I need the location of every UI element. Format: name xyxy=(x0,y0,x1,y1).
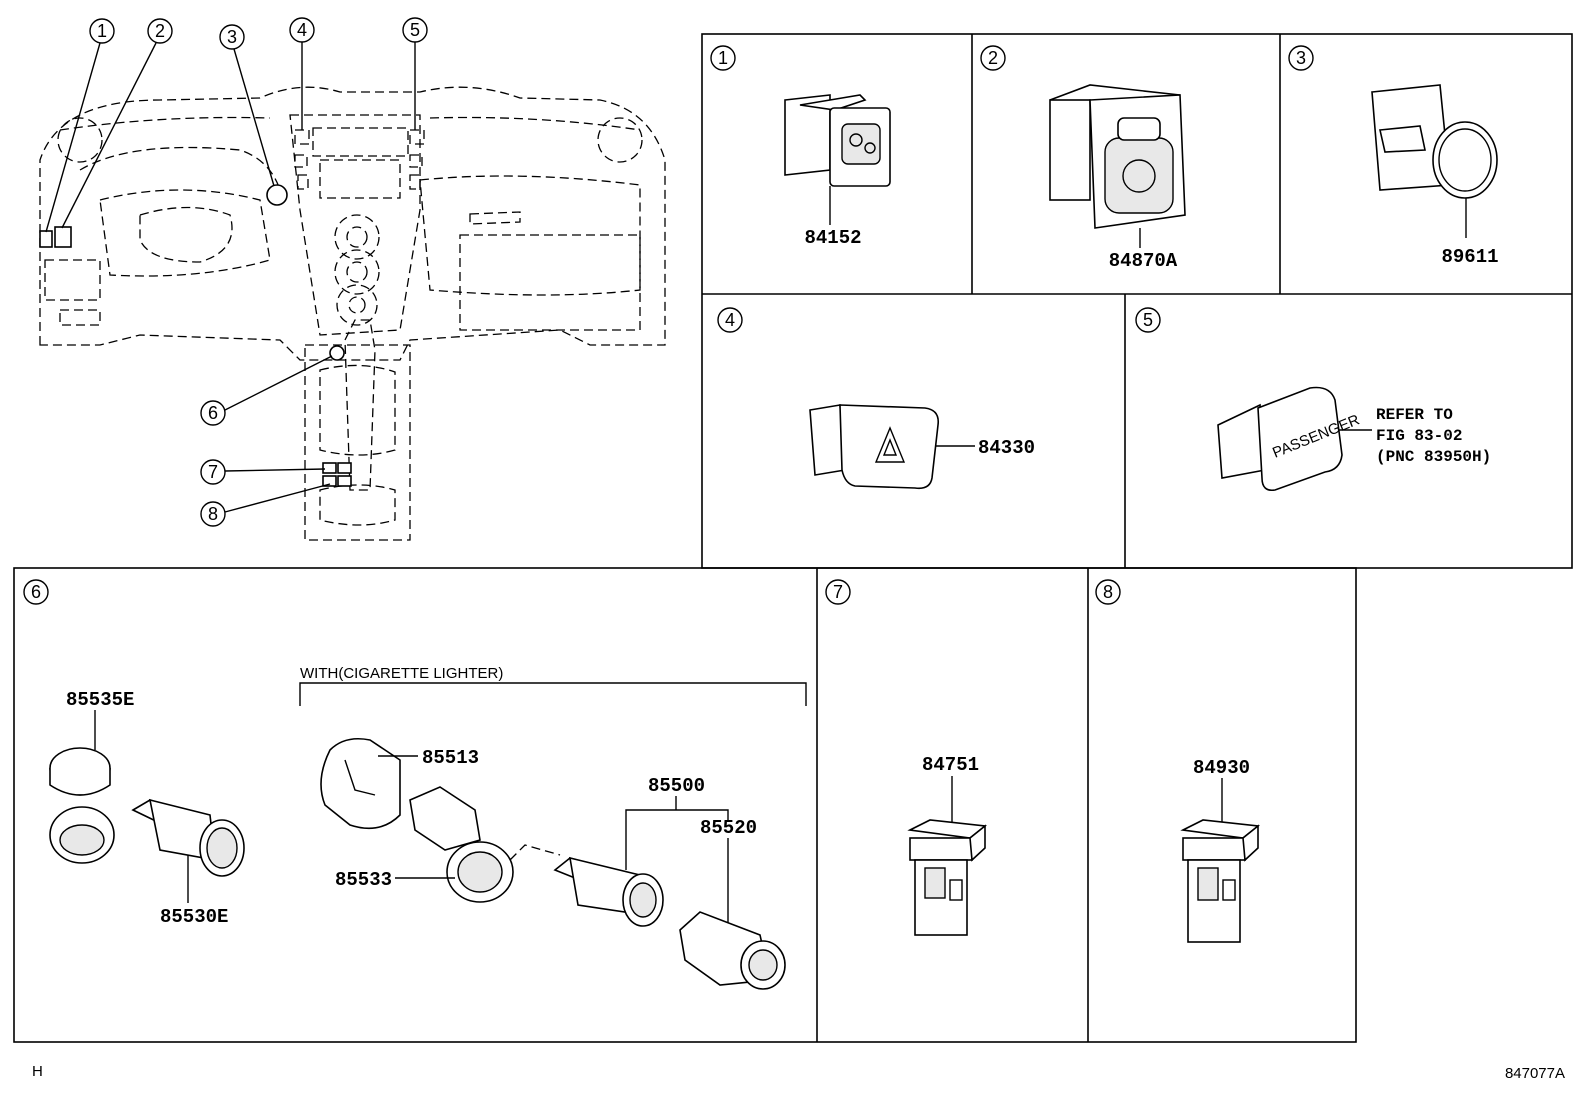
panel-4: 4 84330 xyxy=(717,307,1035,490)
panel-3: 3 89611 xyxy=(1288,45,1499,268)
callout-1: 1 xyxy=(97,21,107,41)
part-84152: 84152 xyxy=(804,227,861,249)
part-85530E: 85530E xyxy=(160,906,228,928)
dashboard-overview xyxy=(39,86,666,541)
panel-3-num: 3 xyxy=(1296,48,1306,68)
panel-7: 7 84751 xyxy=(825,579,988,936)
refer-line-3: (PNC 83950H) xyxy=(1376,448,1491,466)
panel-5: 5 PASSENGER REFER TO FIG 83-02 (PNC 8395… xyxy=(1135,307,1491,492)
panel-4-num: 4 xyxy=(725,310,735,330)
panel-1-num: 1 xyxy=(718,48,728,68)
figure-code: 847077A xyxy=(1505,1065,1565,1082)
callout-3: 3 xyxy=(227,27,237,47)
group-label: WITH(CIGARETTE LIGHTER) xyxy=(300,665,503,682)
callout-6: 6 xyxy=(208,403,218,423)
part-85513: 85513 xyxy=(422,747,479,769)
panel-2-num: 2 xyxy=(988,48,998,68)
callout-8: 8 xyxy=(208,504,218,524)
part-85535E: 85535E xyxy=(66,689,134,711)
part-84870A: 84870A xyxy=(1109,250,1178,272)
part-85500: 85500 xyxy=(648,775,705,797)
panel-2: 2 84870A xyxy=(980,45,1186,272)
part-85520: 85520 xyxy=(700,817,757,839)
footer-left: H xyxy=(32,1063,43,1080)
part-85533: 85533 xyxy=(335,869,392,891)
callout-5: 5 xyxy=(410,20,420,40)
part-84930: 84930 xyxy=(1193,757,1250,779)
callout-4: 4 xyxy=(297,20,307,40)
panel-7-num: 7 xyxy=(833,582,843,602)
overview-callouts: 1 2 3 4 5 6 7 8 xyxy=(45,17,428,527)
part-84751: 84751 xyxy=(922,754,979,776)
panel-6: 6 85535E 85530E WITH(CIGARETTE LIGHTER) … xyxy=(23,579,807,990)
panel-8: 8 84930 xyxy=(1095,579,1261,943)
panel-grid-bottom xyxy=(13,567,1357,1043)
panel-8-num: 8 xyxy=(1103,582,1113,602)
callout-2: 2 xyxy=(155,21,165,41)
refer-line-2: FIG 83-02 xyxy=(1376,427,1462,445)
refer-line-1: REFER TO xyxy=(1376,406,1453,424)
part-84330: 84330 xyxy=(978,437,1035,459)
callout-7: 7 xyxy=(208,462,218,482)
part-89611: 89611 xyxy=(1441,246,1498,268)
panel-1: 1 84152 xyxy=(710,45,891,249)
panel-6-num: 6 xyxy=(31,582,41,602)
panel-5-num: 5 xyxy=(1143,310,1153,330)
